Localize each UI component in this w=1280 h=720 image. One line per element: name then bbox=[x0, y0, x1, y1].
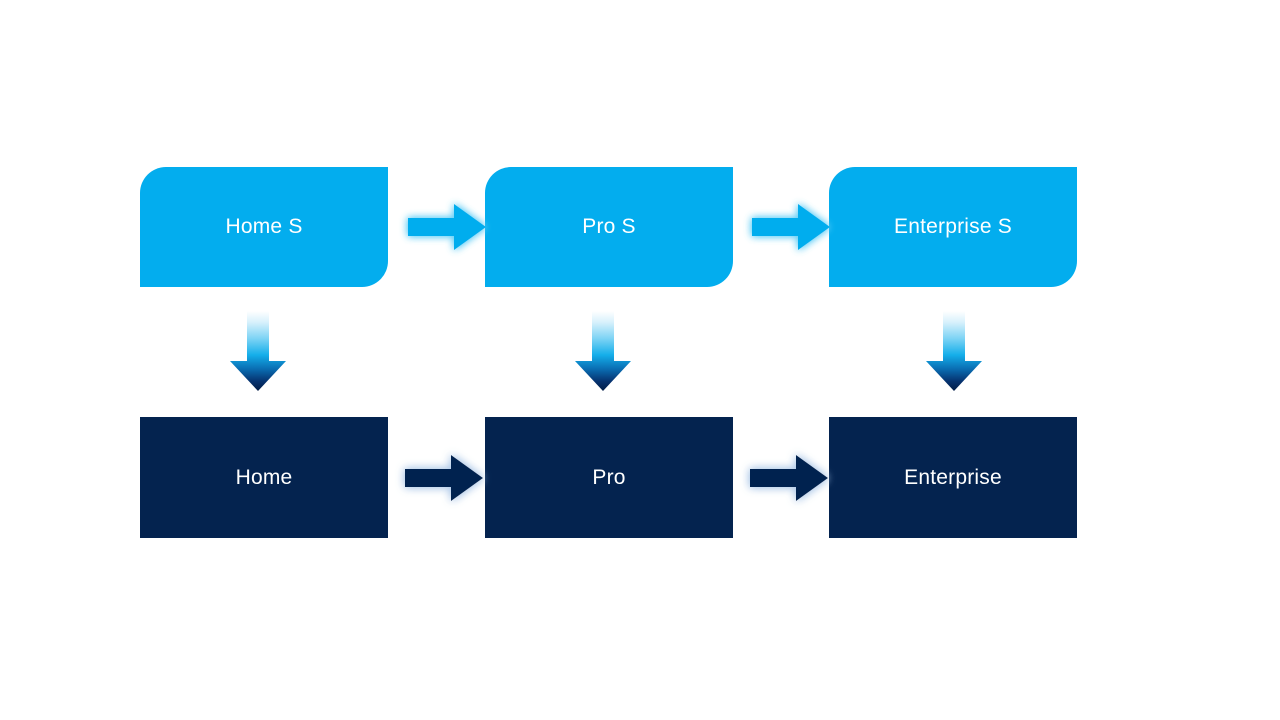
node-pro-s[interactable]: Pro S bbox=[485, 167, 733, 287]
arrow-home-s-to-pro-s-icon bbox=[408, 202, 486, 252]
arrow-home-to-pro-icon bbox=[405, 453, 483, 503]
node-label: Enterprise bbox=[904, 465, 1002, 489]
arrow-pro-s-to-enterprise-s-icon bbox=[752, 202, 830, 252]
node-home-s[interactable]: Home S bbox=[140, 167, 388, 287]
node-label: Pro S bbox=[582, 215, 636, 239]
node-label: Home bbox=[235, 465, 293, 489]
node-label: Enterprise S bbox=[894, 215, 1012, 239]
node-pro[interactable]: Pro bbox=[485, 417, 733, 538]
arrow-pro-s-to-pro-icon bbox=[574, 311, 632, 391]
node-label: Pro bbox=[592, 465, 626, 489]
arrow-pro-to-enterprise-icon bbox=[750, 453, 828, 503]
node-enterprise-s[interactable]: Enterprise S bbox=[829, 167, 1077, 287]
arrow-home-s-to-home-icon bbox=[229, 311, 287, 391]
node-label: Home S bbox=[225, 215, 303, 239]
node-enterprise[interactable]: Enterprise bbox=[829, 417, 1077, 538]
arrow-enterprise-s-to-enterprise-icon bbox=[925, 311, 983, 391]
node-home[interactable]: Home bbox=[140, 417, 388, 538]
